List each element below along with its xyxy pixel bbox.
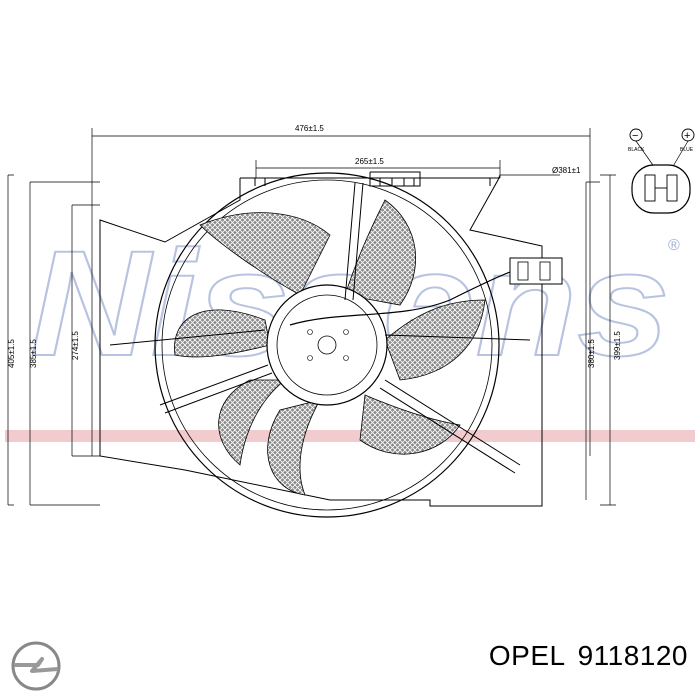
dimension-labels: 476±1.5 265±1.5 Ø381±1 405±1.5 385±1.5 2…: [7, 124, 622, 368]
brand-name: OPEL: [488, 640, 566, 671]
fan-blade: [384, 299, 486, 381]
motor-hub: [266, 284, 388, 406]
connector-housing: [631, 164, 691, 214]
plus-terminal-symbol: +: [684, 130, 690, 142]
fan-blade: [174, 309, 271, 358]
part-number: 9118120: [577, 640, 688, 671]
dim-left-height: 385±1.5: [29, 339, 38, 368]
minus-terminal-symbol: −: [632, 130, 638, 142]
dim-right-height: 380±1.5: [587, 339, 596, 368]
dim-total-width: 476±1.5: [295, 124, 324, 133]
wire-harness: [289, 257, 563, 326]
part-caption: OPEL 9118120: [477, 640, 688, 672]
fan-blade: [218, 379, 287, 466]
fan-blade: [344, 199, 417, 306]
dim-inner-height: 274±1.5: [71, 331, 80, 360]
watermark-red-band: [5, 430, 695, 442]
minus-wire-label: BLACK: [628, 147, 645, 153]
fan-inner-ring: [161, 179, 493, 511]
dim-fan-diameter: Ø381±1: [552, 166, 581, 175]
dim-right-outer-height: 399±1.5: [613, 331, 622, 360]
fan-outer-ring: [154, 172, 500, 518]
fan-blade: [267, 399, 321, 496]
fan-blades: [174, 199, 486, 496]
plus-wire-label: BLUE: [680, 147, 694, 153]
dim-total-height: 405±1.5: [7, 339, 16, 368]
dimension-lines: [7, 128, 616, 506]
fan-blade: [359, 394, 461, 455]
connector-detail: − + BLACK BLUE: [628, 128, 695, 214]
fan-rings: [154, 172, 500, 518]
dim-mount-width: 265±1.5: [355, 157, 384, 166]
fan-blade: [199, 212, 331, 296]
watermark-reg-mark: ®: [668, 237, 680, 254]
opel-logo-icon: [11, 641, 61, 691]
support-struts: [109, 182, 531, 474]
